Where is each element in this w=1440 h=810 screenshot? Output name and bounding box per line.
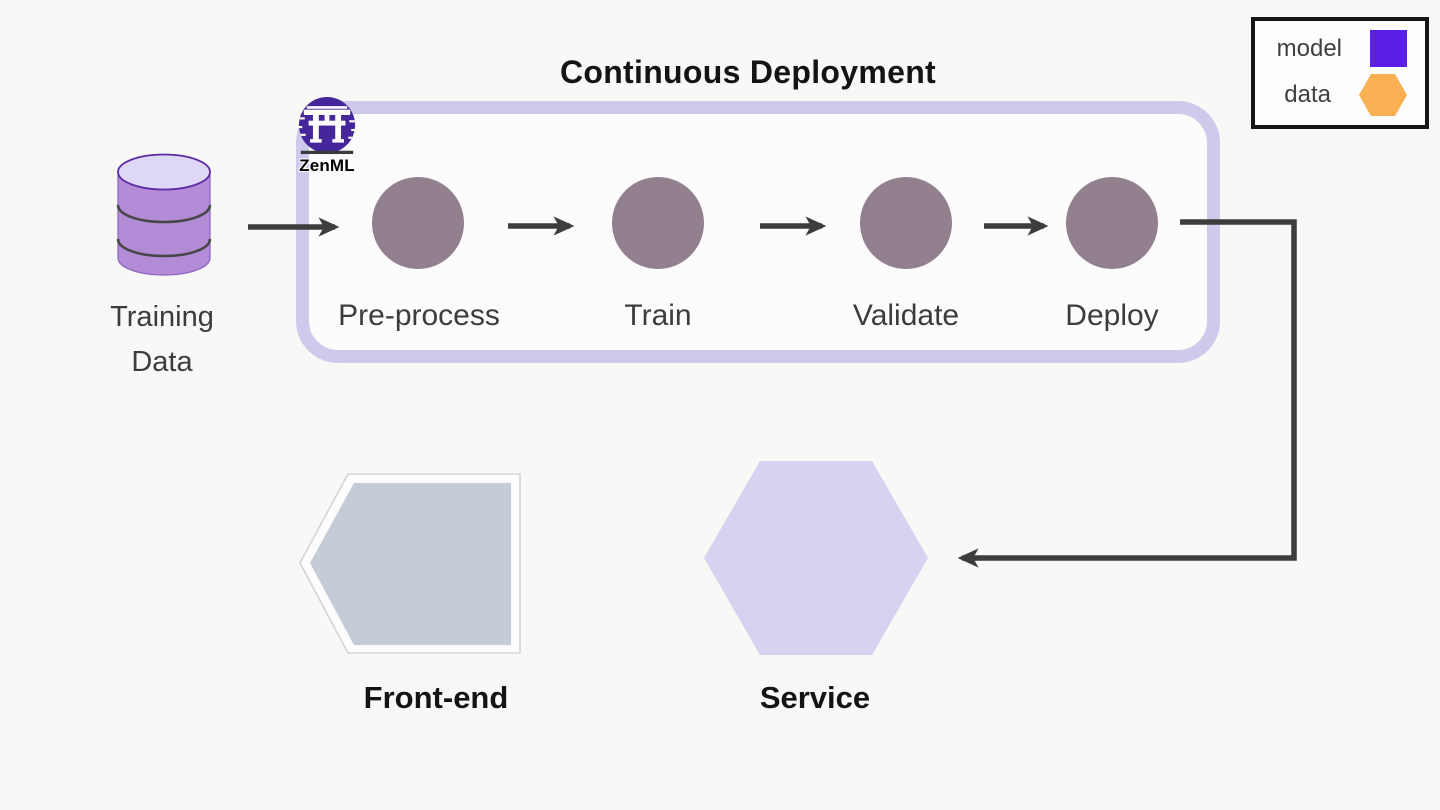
training-data-label-line1: Training <box>110 301 214 333</box>
legend-item-model: model <box>1265 30 1407 67</box>
legend-item-data: data <box>1265 74 1407 116</box>
service-shape <box>704 461 928 655</box>
step-node-validate <box>860 177 952 269</box>
zenml-logo: ZenML <box>296 96 358 175</box>
zenml-ground-line <box>300 150 354 155</box>
page-title: Continuous Deployment <box>559 54 937 90</box>
service-label: Service <box>759 680 871 715</box>
model-square-icon <box>1370 30 1407 67</box>
zenml-brand-label: ZenML <box>299 156 355 175</box>
legend: model data <box>1251 17 1429 129</box>
frontend-shape <box>299 473 521 654</box>
legend-label-data: data <box>1284 81 1331 108</box>
step-label-pre-process: Pre-process <box>338 299 500 332</box>
step-label-deploy: Deploy <box>1065 299 1159 332</box>
training-data-label-line2: Data <box>131 346 193 378</box>
step-label-validate: Validate <box>852 299 960 332</box>
step-node-deploy <box>1066 177 1158 269</box>
step-label-train: Train <box>624 299 692 332</box>
zenml-torii-icon <box>298 96 356 155</box>
data-hexagon-icon <box>1359 74 1407 116</box>
training-data-label: Training Data <box>62 295 262 385</box>
frontend-label: Front-end <box>363 680 509 715</box>
step-node-train <box>612 177 704 269</box>
training-data-cylinder-icon <box>116 153 212 276</box>
legend-label-model: model <box>1276 34 1342 62</box>
step-node-pre-process <box>372 177 464 269</box>
